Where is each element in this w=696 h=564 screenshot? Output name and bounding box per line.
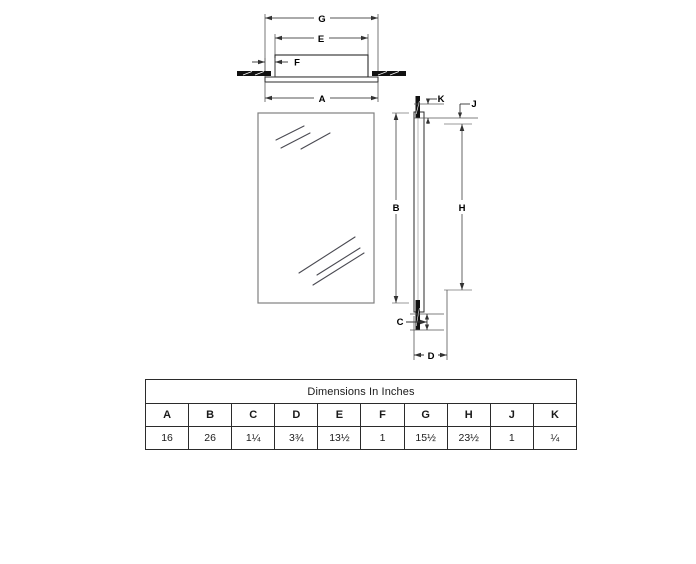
h-arrow-bottom-icon <box>459 283 465 290</box>
e-label-mask <box>314 31 329 45</box>
table-header-row: A B C D E F G H J K <box>144 403 578 427</box>
d-arrow-right-icon <box>440 352 447 358</box>
mounting-bracket-bottom <box>415 300 420 330</box>
table-value-b: 26 <box>188 426 233 450</box>
c-leader-arrow-icon <box>420 319 427 325</box>
table-value-row: 16 26 1¼ 3¾ 13½ 1 15½ 23½ 1 ¼ <box>144 426 578 450</box>
table-header-g: G <box>403 403 448 427</box>
g-label-mask <box>314 11 330 25</box>
table-title-row: Dimensions In Inches <box>145 379 577 404</box>
table-value-f: 1 <box>360 426 405 450</box>
table-value-h: 23½ <box>446 426 491 450</box>
dimensions-table-container: Dimensions In Inches A B C D E F G H J K… <box>144 379 578 450</box>
flange-wing-left-hatch-2 <box>254 71 265 76</box>
c-arrow-lower-icon <box>424 324 430 330</box>
table-value-c: 1¼ <box>231 426 276 450</box>
table-header-c: C <box>231 403 276 427</box>
dimension-label-e: E <box>318 34 324 45</box>
a-arrow-right-icon <box>371 95 378 101</box>
dimension-label-f: F <box>294 58 300 69</box>
table-header-e: E <box>317 403 362 427</box>
table-value-e: 13½ <box>317 426 362 450</box>
face-plate-outline <box>264 76 379 83</box>
dimension-label-d: D <box>428 351 435 362</box>
dimension-label-g: G <box>318 14 325 25</box>
table-header-k: K <box>532 403 578 427</box>
table-header-j: J <box>489 403 534 427</box>
table-header-a: A <box>144 403 190 427</box>
dimension-label-h: H <box>459 203 466 214</box>
e-arrow-right-icon <box>361 35 368 41</box>
j-arrow-icon <box>457 112 463 118</box>
b-label-mask <box>389 200 403 214</box>
h-arrow-top-icon <box>459 124 465 131</box>
b-arrow-top-icon <box>393 113 399 120</box>
table-value-g: 15½ <box>403 426 448 450</box>
table-header-d: D <box>274 403 319 427</box>
b-arrow-bottom-icon <box>393 296 399 303</box>
d-label-mask <box>424 348 438 362</box>
a-arrow-left-icon <box>265 95 272 101</box>
dimension-label-k: K <box>438 94 445 105</box>
cabinet-side-profile <box>413 111 425 313</box>
mounting-bracket-top-hatch <box>415 100 420 115</box>
flange-wing-left <box>237 71 271 76</box>
f-arrow-right-icon <box>275 59 282 65</box>
a-label-mask <box>314 91 330 105</box>
flange-wing-right <box>372 71 406 76</box>
top-section-view: G E F <box>237 11 406 105</box>
table-value-k: ¼ <box>532 426 578 450</box>
table-header-f: F <box>360 403 405 427</box>
f-arrow-left-icon <box>258 59 265 65</box>
cabinet-body-outline <box>274 54 369 78</box>
dimension-label-a: A <box>319 94 326 105</box>
dimension-label-j: J <box>471 99 476 110</box>
d-arrow-left-icon <box>414 352 421 358</box>
dimension-label-b: B <box>393 203 400 214</box>
k-arrow-upper-icon <box>425 98 431 104</box>
h-label-mask <box>455 200 469 214</box>
k-arrow-lower-icon <box>425 118 431 124</box>
dimensions-table: Dimensions In Inches A B C D E F G H J K… <box>144 379 578 450</box>
flange-wing-left-hatch-1 <box>242 71 253 76</box>
mirror-glass-panel <box>257 112 375 304</box>
table-value-j: 1 <box>489 426 534 450</box>
dimension-label-c: C <box>397 317 404 328</box>
flange-wing-right-hatch-2 <box>389 71 400 76</box>
e-arrow-left-icon <box>275 35 282 41</box>
glass-reflection-lower <box>298 236 365 286</box>
flange-wing-right-hatch-1 <box>377 71 388 76</box>
g-arrow-left-icon <box>265 15 272 21</box>
table-value-d: 3¾ <box>274 426 319 450</box>
glass-reflection-upper <box>275 125 331 150</box>
mounting-bracket-bottom-hatch <box>415 307 420 327</box>
c-arrow-upper-icon <box>424 314 430 320</box>
table-title: Dimensions In Inches <box>145 379 577 404</box>
table-value-a: 16 <box>144 426 190 450</box>
table-header-h: H <box>446 403 491 427</box>
table-header-b: B <box>188 403 233 427</box>
front-elevation-mirror: B <box>257 112 409 304</box>
g-arrow-right-icon <box>371 15 378 21</box>
side-section-view: K J H C <box>397 94 478 362</box>
